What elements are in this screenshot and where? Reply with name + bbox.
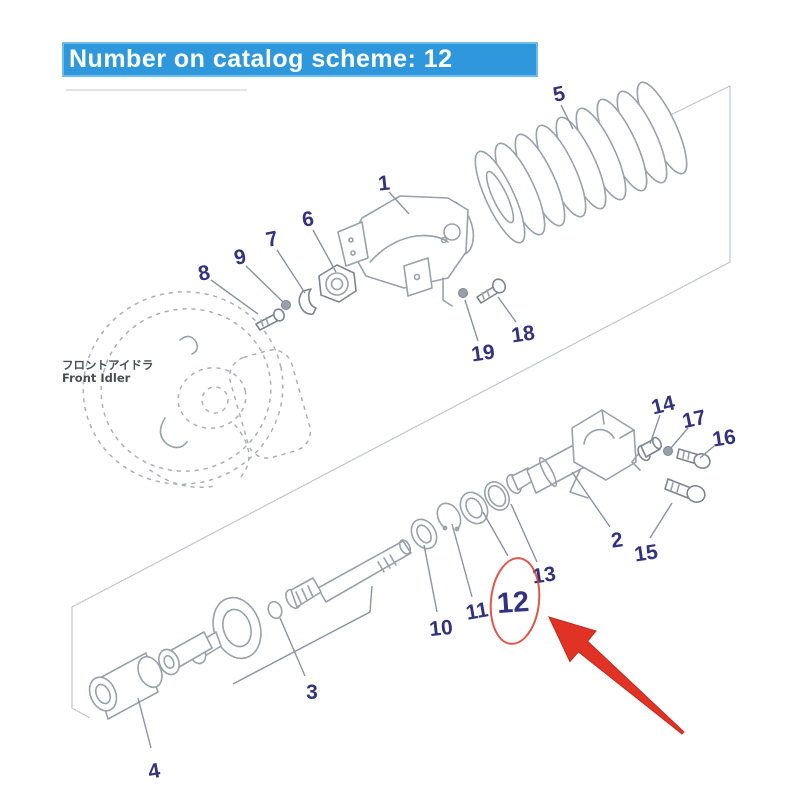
part-number-8: 8: [196, 261, 212, 286]
idler-label-japanese: フロントアイドラ: [62, 358, 153, 372]
red-annotations: [489, 557, 685, 735]
page-title: Number on catalog scheme: 12: [62, 42, 538, 77]
part-number-12-highlighted: 12: [496, 586, 530, 620]
part-1-yoke-drawing: [337, 195, 475, 307]
leader-lines: [137, 104, 715, 749]
part-number-5: 5: [551, 82, 568, 107]
idler-label-english: Front Idler: [62, 371, 131, 385]
red-arrow: [548, 616, 685, 735]
part-19-plug-drawing: [458, 288, 468, 298]
part-number-17: 17: [680, 406, 708, 433]
part-number-18: 18: [510, 321, 537, 347]
idler-ghost-drawing: フロントアイドラ Front Idler: [62, 291, 312, 489]
part-10-seal-drawing: [410, 518, 438, 550]
part-number-3: 3: [306, 681, 318, 704]
frame-border: [71, 85, 731, 719]
part-number-6: 6: [301, 207, 316, 231]
part-number-4: 4: [146, 759, 162, 784]
part-number-19: 19: [470, 340, 496, 366]
part-15-bolt-drawing: [664, 478, 706, 503]
part-number-16: 16: [711, 425, 737, 451]
part-18-bolt-drawing: [476, 278, 507, 304]
red-highlight-ellipse: [489, 557, 541, 645]
part-number-9: 9: [232, 245, 248, 270]
part-14-valve-drawing: [637, 436, 663, 462]
part-16-bolt-drawing: [676, 448, 711, 469]
part-number-10: 10: [428, 616, 454, 641]
part-number-14: 14: [649, 391, 678, 419]
part-8-bolt-drawing: [255, 308, 285, 331]
part-3-shaft-drawing: [158, 539, 412, 676]
part-numbers: 1 2 3 4 5 6 7 8 9 10 11 12 13 14 15 16 1…: [146, 82, 737, 784]
part-9-ball-drawing: [281, 300, 291, 310]
part-7-clamp-drawing: [298, 288, 317, 315]
part-6-nut-drawing: [318, 264, 357, 303]
part-12-ring-drawing: [459, 491, 489, 525]
part-13-oring-drawing: [484, 481, 510, 511]
part-number-15: 15: [633, 540, 660, 566]
part-4-bushing-drawing: [88, 652, 163, 720]
part-11-snap-ring-drawing: [436, 502, 462, 532]
part-number-1: 1: [377, 171, 391, 195]
part-5-spring-drawing: [474, 81, 688, 244]
part-number-2: 2: [610, 528, 625, 552]
part-number-11: 11: [464, 598, 490, 625]
part-number-13: 13: [531, 562, 557, 588]
part-number-7: 7: [264, 227, 280, 252]
part-2-cylinder-drawing: [506, 409, 641, 499]
